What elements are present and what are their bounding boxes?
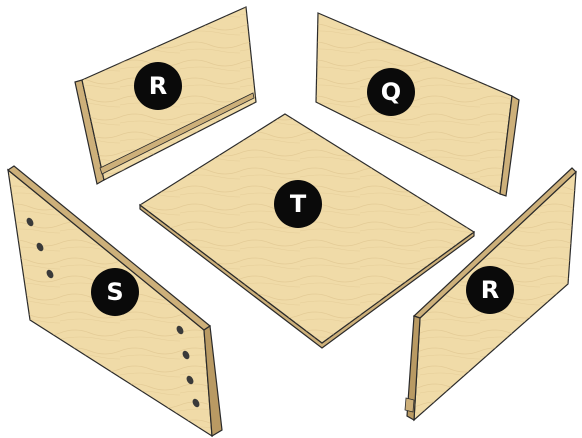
- badge-bottom: T: [274, 180, 322, 228]
- badge-label: Q: [381, 78, 401, 106]
- badge-front-right: R: [466, 266, 514, 314]
- panel-front-right-groove: [405, 398, 414, 412]
- badge-label: T: [290, 190, 307, 218]
- badge-label: R: [149, 72, 167, 100]
- badge-front-left: S: [91, 268, 139, 316]
- badge-label: S: [106, 278, 123, 306]
- badge-label: R: [481, 276, 499, 304]
- badge-back-right: Q: [367, 68, 415, 116]
- badge-back-left: R: [134, 62, 182, 110]
